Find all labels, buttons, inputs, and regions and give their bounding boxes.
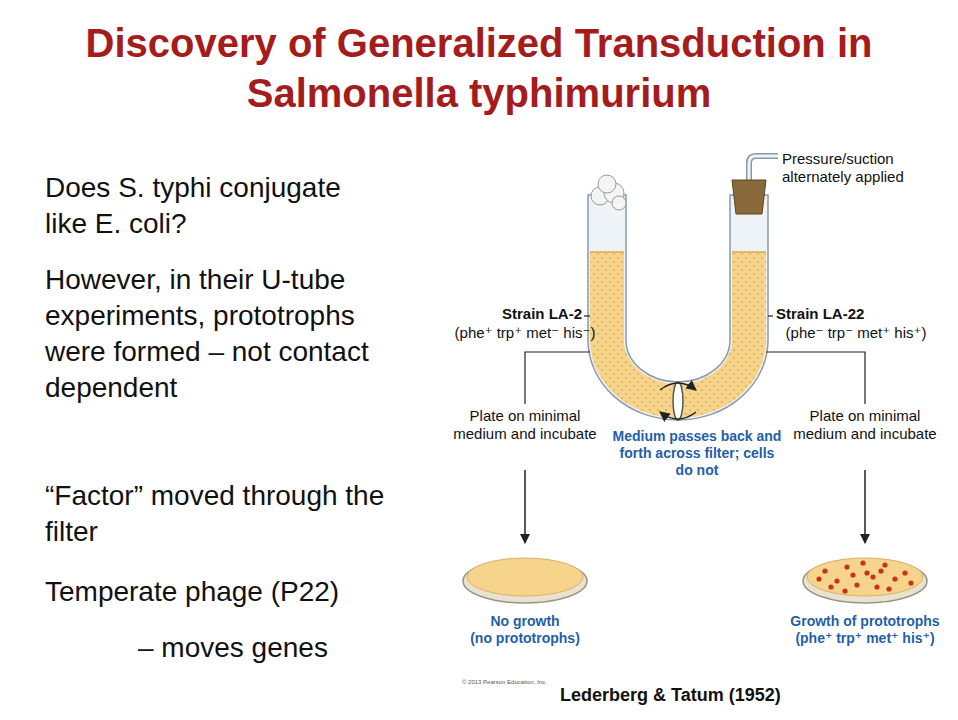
genotype: (phe⁻ trp⁻ met⁺ his⁺)	[766, 324, 946, 342]
colony-dot	[860, 560, 865, 565]
filter-disc	[673, 382, 683, 420]
colony-dot	[828, 584, 833, 589]
bracket-line	[525, 352, 590, 404]
bullet-text: – moves genes	[138, 630, 398, 666]
liquid-surface	[590, 251, 624, 253]
agar-surface	[467, 558, 583, 596]
tube-glass	[588, 195, 768, 420]
plate-dish	[455, 545, 595, 607]
slide-title: Discovery of Generalized Transduction in…	[39, 18, 919, 118]
apparatus-note: Pressure/suction alternately applied	[782, 150, 932, 186]
colony-dot	[844, 564, 849, 569]
colony-dot	[842, 588, 847, 593]
plate-caption: Growth of prototrophs	[775, 613, 955, 630]
strain-name: Strain LA-2	[470, 305, 582, 323]
rubber-stopper	[732, 180, 766, 214]
colony-dot	[874, 584, 879, 589]
colony-dot	[892, 576, 897, 581]
petri-plate: No growth(no prototrophs)	[455, 545, 595, 647]
leader-line	[768, 315, 773, 316]
bullet-text: However, in their U-tube experiments, pr…	[45, 262, 395, 406]
process-note: Medium passes back and forth across filt…	[612, 428, 782, 479]
flow-arrow	[660, 383, 696, 390]
plate-rim	[803, 559, 927, 603]
colony-dot	[854, 582, 859, 587]
colony-dot	[822, 568, 827, 573]
agar-surface	[807, 558, 923, 596]
plate-caption: (phe⁺ trp⁺ met⁺ his⁺)	[775, 630, 955, 647]
colony-dot	[886, 586, 891, 591]
plate-caption: (no prototrophs)	[455, 630, 595, 647]
copyright: © 2013 Pearson Education, Inc.	[462, 678, 622, 686]
petri-plate: Growth of prototrophs(phe⁺ trp⁺ met⁺ his…	[775, 545, 955, 647]
pressure-tube	[749, 156, 778, 182]
flow-arrow	[660, 412, 696, 419]
cotton-plug	[591, 175, 626, 210]
colony-dot	[850, 572, 855, 577]
colony-dot	[870, 574, 875, 579]
colony-dot	[834, 578, 839, 583]
procedure-step: Plate on minimal medium and incubate	[790, 407, 940, 443]
colony-dot	[816, 576, 821, 581]
bullet-text: Temperate phage (P22)	[45, 574, 395, 610]
plate-caption: No growth	[455, 613, 595, 630]
plate-rim	[463, 559, 587, 603]
colony-dot	[908, 580, 913, 585]
colony-dot	[864, 570, 869, 575]
colony-dot	[878, 568, 883, 573]
bullet-text: Does S. typhi conjugate like E. coli?	[45, 170, 375, 242]
liquid-surface	[732, 251, 766, 253]
colony-dot	[902, 570, 907, 575]
bullet-text: “Factor” moved through the filter	[45, 478, 390, 550]
colony-dot	[882, 562, 887, 567]
leader-line	[584, 315, 590, 316]
strain-name: Strain LA-22	[776, 305, 906, 323]
step-arrow	[864, 470, 866, 543]
citation: Lederberg & Tatum (1952)	[560, 684, 820, 706]
genotype: (phe⁺ trp⁺ met⁻ his⁻)	[440, 324, 610, 342]
bracket-line	[766, 352, 865, 404]
step-arrow	[524, 470, 526, 543]
pressure-tube	[749, 156, 778, 182]
procedure-step: Plate on minimal medium and incubate	[450, 407, 600, 443]
plate-dish	[775, 545, 955, 607]
